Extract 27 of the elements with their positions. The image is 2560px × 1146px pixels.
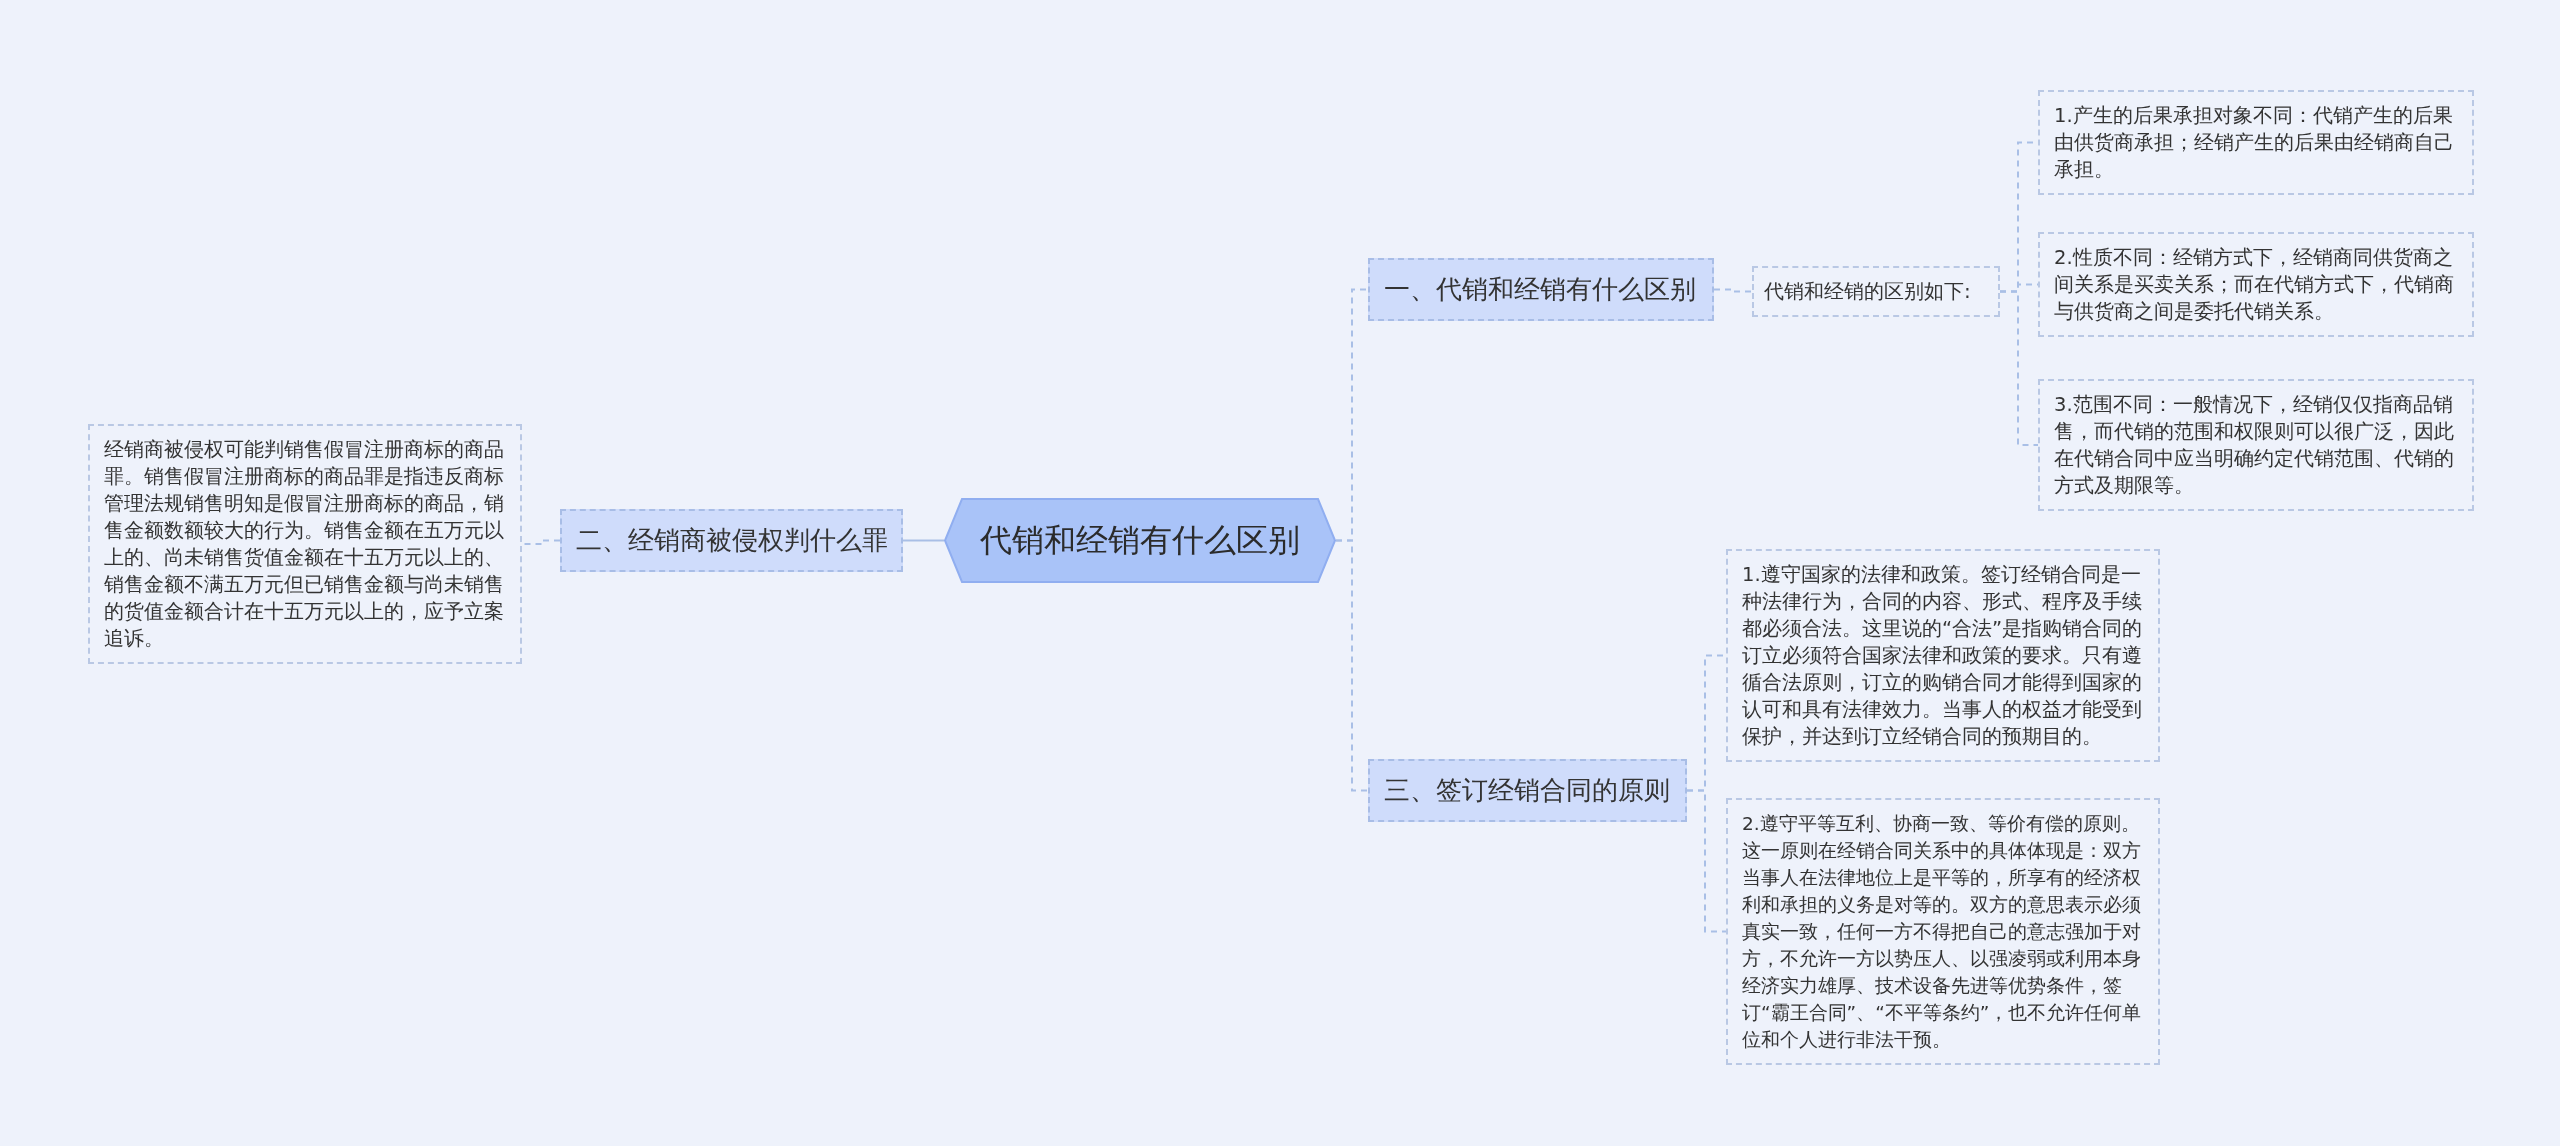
note-text: 1.产生的后果承担对象不同：代销产生的后果由供货商承担；经销产生的后果由经销商自己承担。	[2054, 104, 2454, 181]
topic-label: 代销和经销的区别如下:	[1764, 279, 1971, 303]
subtopic-box	[1752, 266, 2000, 317]
note-text: 2.性质不同：经销方式下，经销商同供货商之间关系是买卖关系；而在代销方式下，代销商与供货商之间是委托代销关系。	[2054, 246, 2454, 323]
topic-box	[1368, 258, 1714, 321]
note-box	[88, 424, 522, 664]
topic-label: 三、签订经销合同的原则	[1384, 775, 1670, 805]
note-box	[2038, 90, 2474, 195]
note-box	[1726, 798, 2160, 1065]
central-topic-hexagon	[944, 498, 1336, 583]
note-text: 经销商被侵权可能判销售假冒注册商标的商品罪。销售假冒注册商标的商品罪是指违反商标管理法规销售明知是假冒注册商标的商品，销售金额数额较大的行为。销售金额在五万元以上的、尚未销售货值金额在十五万元以上的、销售金额不满五万元但已销售金额与尚未销售的货值金额合计在十五万元以上的，应予立案追诉。	[104, 438, 504, 650]
note-text: 1.遵守国家的法律和政策。签订经销合同是一种法律行为，合同的内容、形式、程序及手续都必须合法。这里说的“合法”是指购销合同的订立必须符合国家法律和政策的要求。只有遵循合法原则，订立的购销合同才能得到国家的认可和具有法律效力。当事人的权益才能受到保护，并达到订立经销合同的预期目的。	[1742, 563, 2143, 748]
topic-box	[1368, 759, 1687, 822]
connector-line	[1686, 789, 1727, 933]
note-box	[1726, 549, 2160, 762]
note-text: 3.范围不同：一般情况下，经销仅仅指商品销售，而代销的范围和权限则可以很广泛，因此在代销合同中应当明确约定代销范围、代销的方式及期限等。	[2054, 393, 2454, 497]
connector-line	[902, 539, 945, 542]
note-box	[2038, 232, 2474, 337]
note-box	[2038, 379, 2474, 511]
connector-line	[1335, 539, 1369, 792]
topic-label: 代销和经销有什么区别	[980, 519, 1300, 561]
topic-label: 二、经销商被侵权判什么罪	[576, 525, 888, 555]
note-text: 2.遵守平等互利、协商一致、等价有偿的原则。这一原则在经销合同关系中的具体体现是：双方当事人在法律地位上是平等的，所享有的经济权利和承担的义务是对等的。双方的意思表示必须真实一致，任何一方不得把自己的意志强加于对方，不允许一方以势压人、以强凌弱或利用本身经济实力雄厚、技术设备先进等优势条件，签订“霸王合同”、“不平等条约”，也不允许任何单位和个人进行非法干预。	[1742, 813, 2142, 1050]
connector-line	[1999, 290, 2039, 446]
connector-line	[1713, 288, 1753, 293]
topic-box	[560, 509, 903, 572]
topic-label: 一、代销和经销有什么区别	[1384, 274, 1696, 304]
